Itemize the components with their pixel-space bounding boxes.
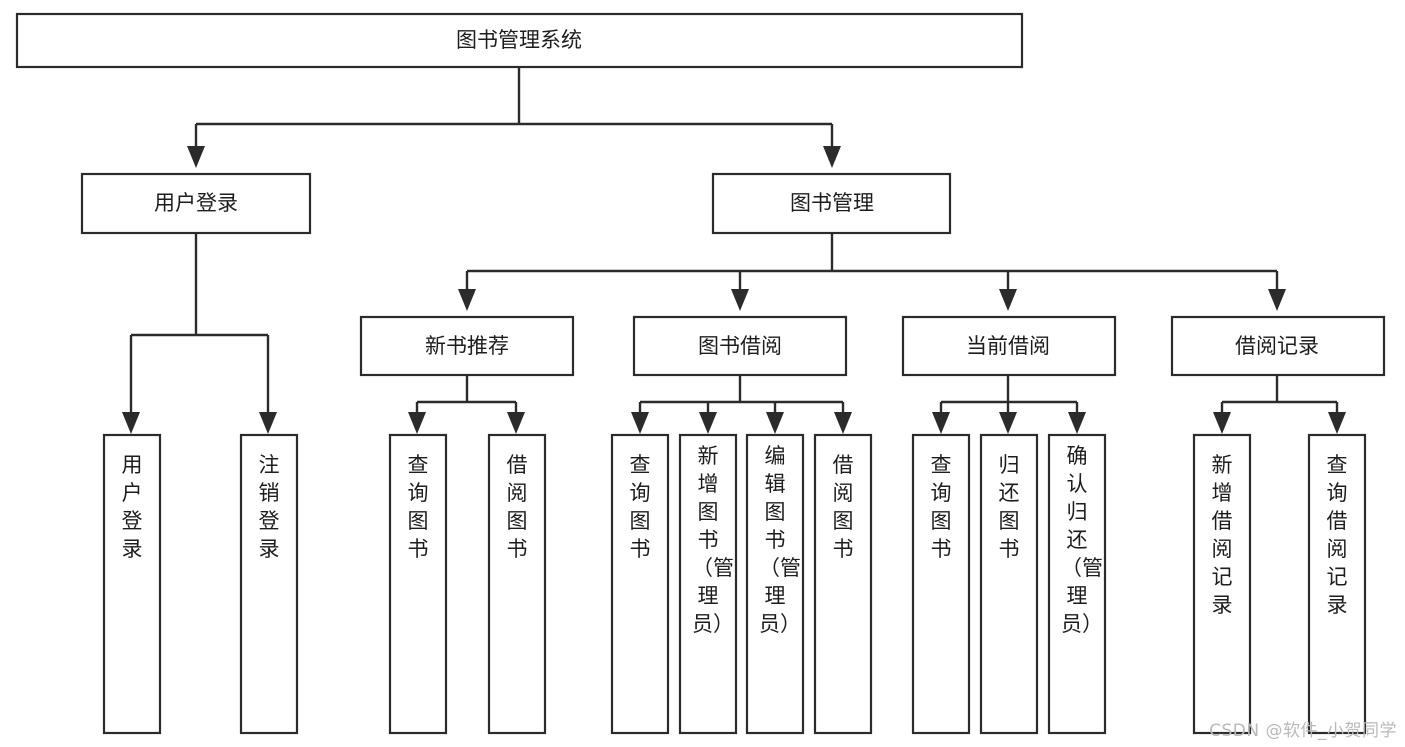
node-leaf-return-book-box[interactable] (979, 433, 1039, 735)
arrow-head-icon (1328, 412, 1346, 434)
connector-bookborrow-to-leaves (631, 375, 852, 434)
arrow-head-icon (631, 412, 649, 434)
arrow-head-icon (999, 412, 1017, 434)
arrow-head-icon (1213, 412, 1231, 434)
node-root-label: 图书管理系统 (456, 28, 582, 52)
node-leaf-query-book-1-box[interactable] (388, 433, 448, 735)
arrow-head-icon (1068, 412, 1086, 434)
node-leaf-user-login[interactable] (102, 433, 162, 735)
arrow-head-icon (187, 146, 205, 168)
arrow-head-icon (1268, 289, 1286, 311)
node-leaf-confirm-return[interactable] (1047, 433, 1107, 735)
node-book-manage-box[interactable] (711, 172, 952, 235)
node-leaf-query-book-3-box[interactable] (911, 433, 971, 735)
connector-userlogin-to-leaves (122, 233, 277, 434)
node-book-borrow[interactable]: 图书借阅 (632, 315, 848, 377)
node-leaf-edit-book-box[interactable] (745, 433, 805, 735)
arrow-head-icon (122, 412, 140, 434)
node-leaf-borrow-book-1[interactable] (487, 433, 547, 735)
node-new-book-rec-box[interactable] (359, 315, 575, 377)
node-leaf-borrow-book-2[interactable] (813, 433, 873, 735)
connector-root-to-level1 (187, 67, 841, 168)
connector-currentborrow-to-leaves (932, 375, 1086, 434)
node-book-borrow-box[interactable] (632, 315, 848, 377)
node-root-box[interactable] (15, 12, 1024, 69)
node-leaf-return-book[interactable] (979, 433, 1039, 735)
node-leaf-borrow-book-2-box[interactable] (813, 433, 873, 735)
node-leaf-query-book-2[interactable] (610, 433, 670, 735)
node-leaf-logout-box[interactable] (239, 433, 299, 735)
node-current-borrow-box[interactable] (901, 315, 1117, 377)
arrow-head-icon (999, 289, 1017, 311)
node-leaf-query-book-3[interactable] (911, 433, 971, 735)
node-user-login-box[interactable] (80, 172, 312, 235)
arrow-head-icon (699, 412, 717, 434)
arrow-head-icon (458, 289, 476, 311)
node-root[interactable]: 图书管理系统 (15, 12, 1024, 69)
node-leaf-query-record-box[interactable] (1307, 433, 1367, 735)
node-current-borrow-label: 当前借阅 (966, 334, 1050, 358)
node-book-borrow-label: 图书借阅 (698, 334, 782, 358)
node-leaf-edit-book[interactable] (745, 433, 805, 735)
node-leaf-query-book-1[interactable] (388, 433, 448, 735)
node-borrow-record-box[interactable] (1170, 315, 1386, 377)
arrow-head-icon (834, 412, 852, 434)
node-leaf-user-login-box[interactable] (102, 433, 162, 735)
node-current-borrow[interactable]: 当前借阅 (901, 315, 1117, 377)
arrow-head-icon (932, 412, 950, 434)
node-leaf-add-record[interactable] (1192, 433, 1252, 735)
arrow-head-icon (766, 412, 784, 434)
node-user-login-label: 用户登录 (154, 191, 238, 215)
node-leaf-add-book[interactable] (678, 433, 738, 735)
arrow-head-icon (731, 289, 749, 311)
node-user-login[interactable]: 用户登录 (80, 172, 312, 235)
node-new-book-rec[interactable]: 新书推荐 (359, 315, 575, 377)
node-book-manage-label: 图书管理 (790, 191, 874, 215)
node-leaf-query-record[interactable] (1307, 433, 1367, 735)
node-leaf-confirm-return-box[interactable] (1047, 433, 1107, 735)
node-new-book-rec-label: 新书推荐 (425, 334, 509, 358)
node-leaf-add-record-box[interactable] (1192, 433, 1252, 735)
node-book-manage[interactable]: 图书管理 (711, 172, 952, 235)
node-borrow-record[interactable]: 借阅记录 (1170, 315, 1386, 377)
node-leaf-borrow-book-1-box[interactable] (487, 433, 547, 735)
arrow-head-icon (823, 146, 841, 168)
node-leaf-query-book-2-box[interactable] (610, 433, 670, 735)
connector-bookmanage-to-level2 (458, 233, 1286, 311)
arrow-head-icon (408, 412, 426, 434)
node-leaf-logout[interactable] (239, 433, 299, 735)
node-borrow-record-label: 借阅记录 (1235, 334, 1319, 358)
node-leaf-add-book-box[interactable] (678, 433, 738, 735)
connector-newbookrec-to-leaves (408, 375, 525, 434)
arrow-head-icon (259, 412, 277, 434)
arrow-head-icon (507, 412, 525, 434)
watermark: CSDN @软件_小贺同学 (1209, 721, 1397, 741)
connector-borrowrecord-to-leaves (1213, 375, 1346, 434)
